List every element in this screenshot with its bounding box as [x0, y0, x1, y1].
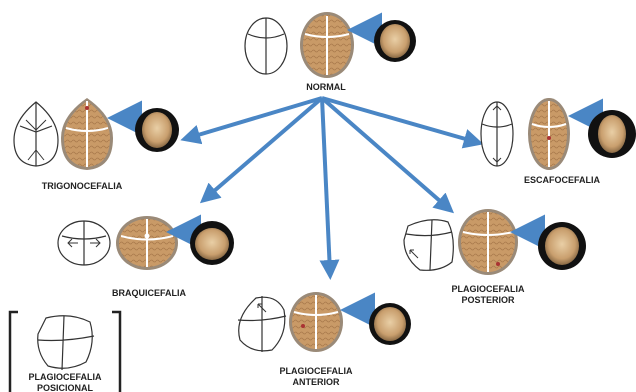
plagiocefalia-posterior-photo — [538, 222, 586, 270]
plagiocefalia-posterior-group: PLAGIOCEFALIA POSTERIOR — [404, 209, 586, 305]
normal-label: NORMAL — [306, 82, 346, 92]
braquicefalia-photo — [190, 221, 234, 265]
trigonocefalia-group: TRIGONOCEFALIA — [14, 98, 179, 191]
normal-skull-model — [300, 12, 354, 78]
arrow-to-plagiocefalia-anterior — [322, 98, 330, 272]
normal-group — [245, 12, 416, 78]
normal-outline-skull — [245, 18, 287, 74]
braquicefalia-group: BRAQUICEFALIA — [58, 216, 234, 298]
plagiocefalia-anterior-outline-skull — [238, 296, 286, 352]
braquicefalia-skull-model — [116, 216, 178, 270]
trigonocefalia-photo — [135, 108, 179, 152]
escafocefalia-label: ESCAFOCEFALIA — [524, 175, 601, 185]
escafocefalia-photo — [588, 110, 636, 158]
plagiocefalia-posicional-group: PLAGIOCEFALIA POSICIONAL — [10, 312, 120, 392]
trigonocefalia-skull-model — [61, 98, 113, 170]
plagiocefalia-anterior-label-2: ANTERIOR — [293, 377, 341, 387]
escafocefalia-outline-skull — [481, 102, 513, 166]
plagiocefalia-anterior-group: PLAGIOCEFALIA ANTERIOR — [238, 292, 411, 387]
escafocefalia-group: ESCAFOCEFALIA — [481, 98, 636, 185]
trigonocefalia-outline-skull — [14, 102, 58, 166]
right-bracket — [112, 312, 120, 392]
normal-photo — [374, 20, 416, 62]
left-bracket — [10, 312, 18, 392]
trigonocefalia-label: TRIGONOCEFALIA — [42, 181, 123, 191]
arrow-to-braquicefalia — [206, 98, 322, 198]
braquicefalia-outline-skull — [58, 221, 110, 265]
plagiocefalia-anterior-skull-model — [289, 292, 343, 352]
plagiocefalia-posicional-label-2: POSICIONAL — [37, 383, 94, 392]
plagiocefalia-posterior-label-2: POSTERIOR — [461, 295, 515, 305]
escafocefalia-skull-model — [528, 98, 570, 170]
braquicefalia-label: BRAQUICEFALIA — [112, 288, 187, 298]
plagiocefalia-anterior-photo — [369, 303, 411, 345]
plagiocefalia-anterior-label-1: PLAGIOCEFALIA — [279, 366, 353, 376]
plagiocefalia-posterior-label-1: PLAGIOCEFALIA — [451, 284, 525, 294]
plagiocefalia-posterior-outline-skull — [404, 220, 453, 271]
plagiocefalia-posterior-skull-model — [458, 209, 518, 275]
arrow-to-trigonocefalia — [188, 98, 322, 138]
plagiocefalia-posicional-label-1: PLAGIOCEFALIA — [28, 372, 102, 382]
plagiocefalia-posicional-outline-skull — [38, 316, 94, 370]
